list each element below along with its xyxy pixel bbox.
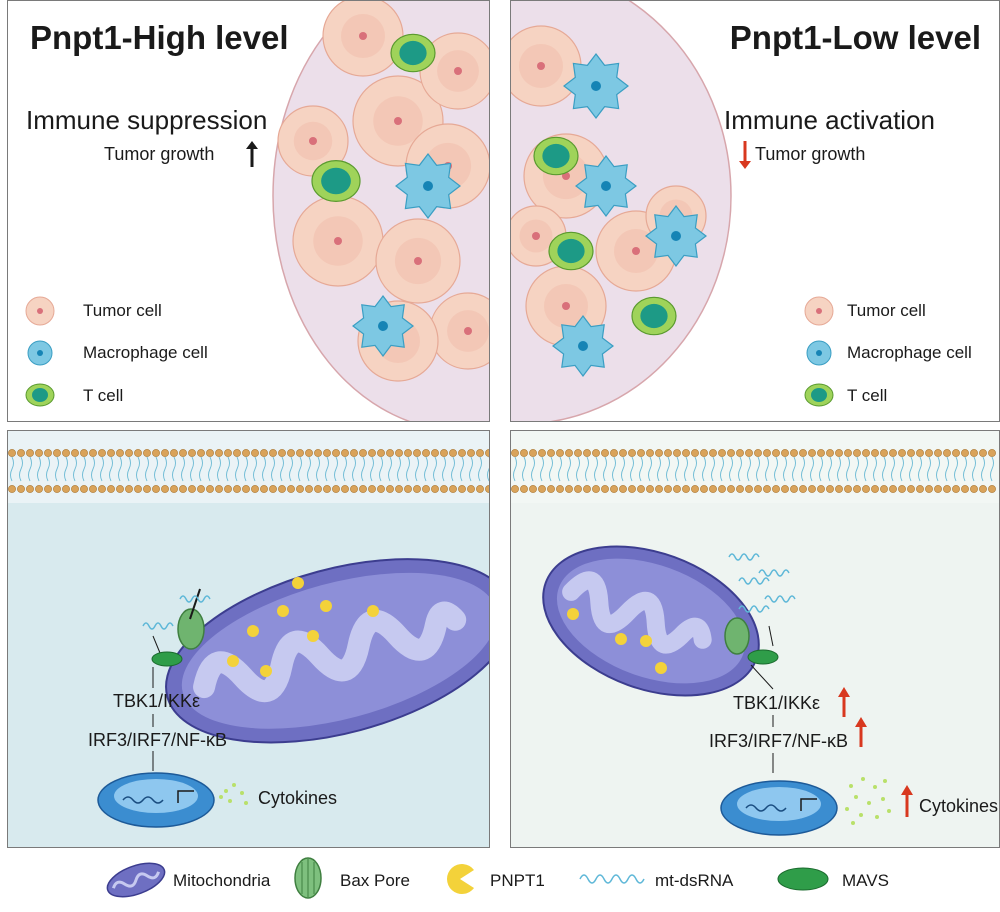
irf-label: IRF3/IRF7/NF-κB (88, 730, 228, 750)
mitochondria-icon (106, 862, 166, 898)
tumor-cell (277, 105, 349, 177)
mitochondrion (165, 558, 489, 744)
bax-pore-icon (177, 608, 205, 650)
legend-mt-dsrna: mt-dsRNA (655, 871, 734, 890)
legend-tumor-cell: Tumor cell (83, 301, 162, 320)
t-cell (548, 231, 594, 271)
mt-dsrna-icon (579, 874, 645, 884)
subtitle-immune-suppression: Immune suppression (26, 105, 268, 135)
legend-mavs: MAVS (842, 871, 889, 890)
panel-pnpt1-low: Pnpt1-Low level Immune activation Tumor … (510, 0, 1000, 422)
cytokine-dots (219, 783, 248, 805)
t-cell-icon (804, 383, 834, 407)
legend-macrophage-cell: Macrophage cell (83, 343, 208, 362)
pnpt1-markers (227, 577, 379, 677)
mt-dsrna-icon (142, 595, 211, 630)
legend-mitochondria: Mitochondria (173, 871, 271, 890)
legend-pnpt1: PNPT1 (490, 871, 545, 890)
down-arrow-icon (739, 141, 751, 169)
red-up-arrow-icon (855, 717, 867, 747)
macrophage-cell (645, 205, 707, 267)
tumor-cell (511, 25, 582, 107)
tumor-microenvironment-low (511, 1, 732, 421)
subtitle-immune-activation: Immune activation (724, 105, 935, 135)
cytokines-label-low: Cytokines (919, 796, 999, 816)
irf-label-low: IRF3/IRF7/NF-κB (709, 731, 849, 751)
cell-membrane (8, 449, 489, 493)
macrophage-cell (575, 155, 637, 217)
red-up-arrow-icon (901, 785, 913, 817)
pathway-low (511, 431, 999, 836)
t-cell (533, 136, 579, 176)
tumor-cell-icon (804, 296, 834, 326)
bax-pore-icon (724, 617, 750, 655)
pathway-high (8, 431, 489, 828)
macrophage-cell (563, 53, 629, 119)
title-low: Pnpt1-Low level (729, 19, 981, 56)
bax-pore-icon (294, 857, 322, 899)
t-cell (390, 33, 436, 73)
cell-membrane (511, 449, 996, 493)
tumor-cell-icon (25, 296, 55, 326)
tumor-cell (292, 195, 384, 287)
bottom-legend-icons (106, 857, 829, 899)
panel-signaling-low: TBK1/IKKε IRF3/IRF7/NF-κB Cytokines (510, 430, 1000, 848)
cytokine-dots (845, 777, 891, 825)
legend-t-cell: T cell (83, 386, 124, 405)
legend-bax-pore: Bax Pore (340, 871, 410, 890)
t-cell-icon (25, 383, 55, 407)
mavs-icon (151, 651, 183, 667)
macrophage-cell-icon (27, 340, 53, 366)
up-arrow-icon (246, 141, 258, 167)
mitochondrion (542, 545, 760, 697)
red-up-arrow-icon (838, 687, 850, 717)
tumor-growth-label: Tumor growth (104, 144, 215, 164)
tbk1-label: TBK1/IKKε (113, 691, 201, 711)
macrophage-cell (552, 315, 614, 377)
panel-pnpt1-high: Pnpt1-High level Immune suppression Tumo… (7, 0, 490, 422)
tumor-cell (322, 1, 404, 77)
macrophage-cell (395, 153, 461, 219)
tumor-cell (375, 218, 461, 304)
legend-tumor-cell-low: Tumor cell (847, 301, 926, 320)
macrophage-cell (352, 295, 414, 357)
t-cell (631, 296, 677, 336)
macrophage-cell-icon (806, 340, 832, 366)
mt-dsrna-icon (728, 553, 796, 613)
mavs-icon (777, 867, 829, 891)
mavs-icon (747, 649, 779, 665)
tbk1-label-low: TBK1/IKKε (733, 693, 821, 713)
title-high: Pnpt1-High level (30, 19, 289, 56)
tumor-microenvironment-high (272, 1, 489, 421)
panel-signaling-high: TBK1/IKKε IRF3/IRF7/NF-κB Cytokines (7, 430, 490, 848)
pnpt1-icon (447, 864, 474, 894)
legend-icons-high (25, 296, 55, 407)
t-cell (311, 160, 361, 203)
cytokines-label: Cytokines (258, 788, 338, 808)
tumor-growth-label-low: Tumor growth (755, 144, 866, 164)
tumor-cell (419, 32, 489, 110)
tumor-cell (429, 292, 489, 370)
pnpt1-markers (567, 608, 667, 674)
legend-icons-low (804, 296, 834, 407)
legend-macrophage-cell-low: Macrophage cell (847, 343, 972, 362)
legend-t-cell-low: T cell (847, 386, 888, 405)
